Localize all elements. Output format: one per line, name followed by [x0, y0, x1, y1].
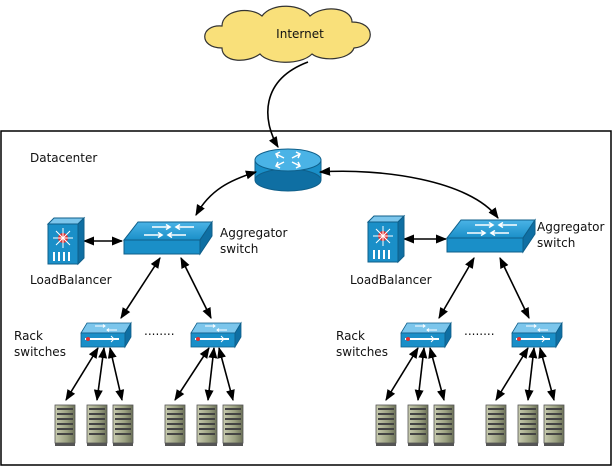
- load-balancer-icon: [367, 215, 405, 263]
- cloud-icon: [204, 5, 371, 63]
- server-icon: [485, 404, 507, 447]
- server-icon: [433, 404, 455, 447]
- switch-icon: [123, 221, 213, 255]
- rack-switch-right-2: [511, 322, 563, 348]
- aggregator-left-label-2: switch: [220, 242, 258, 256]
- rack-left-label-2: switches: [14, 345, 66, 359]
- ellipsis-left: ........: [144, 324, 175, 338]
- router-icon: [254, 148, 322, 192]
- rack-left-label-1: Rack: [14, 329, 43, 343]
- aggregator-left-label-1: Aggregator: [220, 226, 288, 240]
- server-icon: [543, 404, 565, 447]
- load-balancer-left: [47, 217, 85, 265]
- aggregator-right-label-1: Aggregator: [537, 220, 605, 234]
- rack-right-label-2: switches: [336, 345, 388, 359]
- aggregator-switch-right: [446, 219, 536, 253]
- server-icon: [517, 404, 539, 447]
- internet-label: Internet: [276, 27, 324, 41]
- switch-icon: [446, 219, 536, 253]
- aggregator-switch-left: [123, 221, 213, 255]
- load-balancer-icon: [47, 217, 85, 265]
- server-icon: [407, 404, 429, 447]
- rack-right-label-1: Rack: [336, 329, 365, 343]
- rack-switch-icon: [511, 322, 563, 348]
- server-icon: [196, 404, 218, 447]
- server-icon: [164, 404, 186, 447]
- rack-switch-left-2: [190, 322, 242, 348]
- rack-switch-icon: [80, 322, 132, 348]
- ellipsis-right: ........: [464, 324, 495, 338]
- load-balancer-right: [367, 215, 405, 263]
- rack-switch-left-1: [80, 322, 132, 348]
- rack-switch-icon: [190, 322, 242, 348]
- server-icon: [54, 404, 76, 447]
- loadbalancer-right-label: LoadBalancer: [350, 273, 432, 287]
- datacenter-label: Datacenter: [30, 151, 97, 165]
- datacenter-frame: [0, 130, 612, 466]
- loadbalancer-left-label: LoadBalancer: [30, 273, 112, 287]
- connection-lines: [65, 61, 556, 402]
- rack-switch-right-1: [400, 322, 452, 348]
- aggregator-right-label-2: switch: [537, 236, 575, 250]
- servers: [54, 404, 565, 447]
- rack-switch-icon: [400, 322, 452, 348]
- server-icon: [375, 404, 397, 447]
- server-icon: [86, 404, 108, 447]
- server-icon: [222, 404, 244, 447]
- server-icon: [112, 404, 134, 447]
